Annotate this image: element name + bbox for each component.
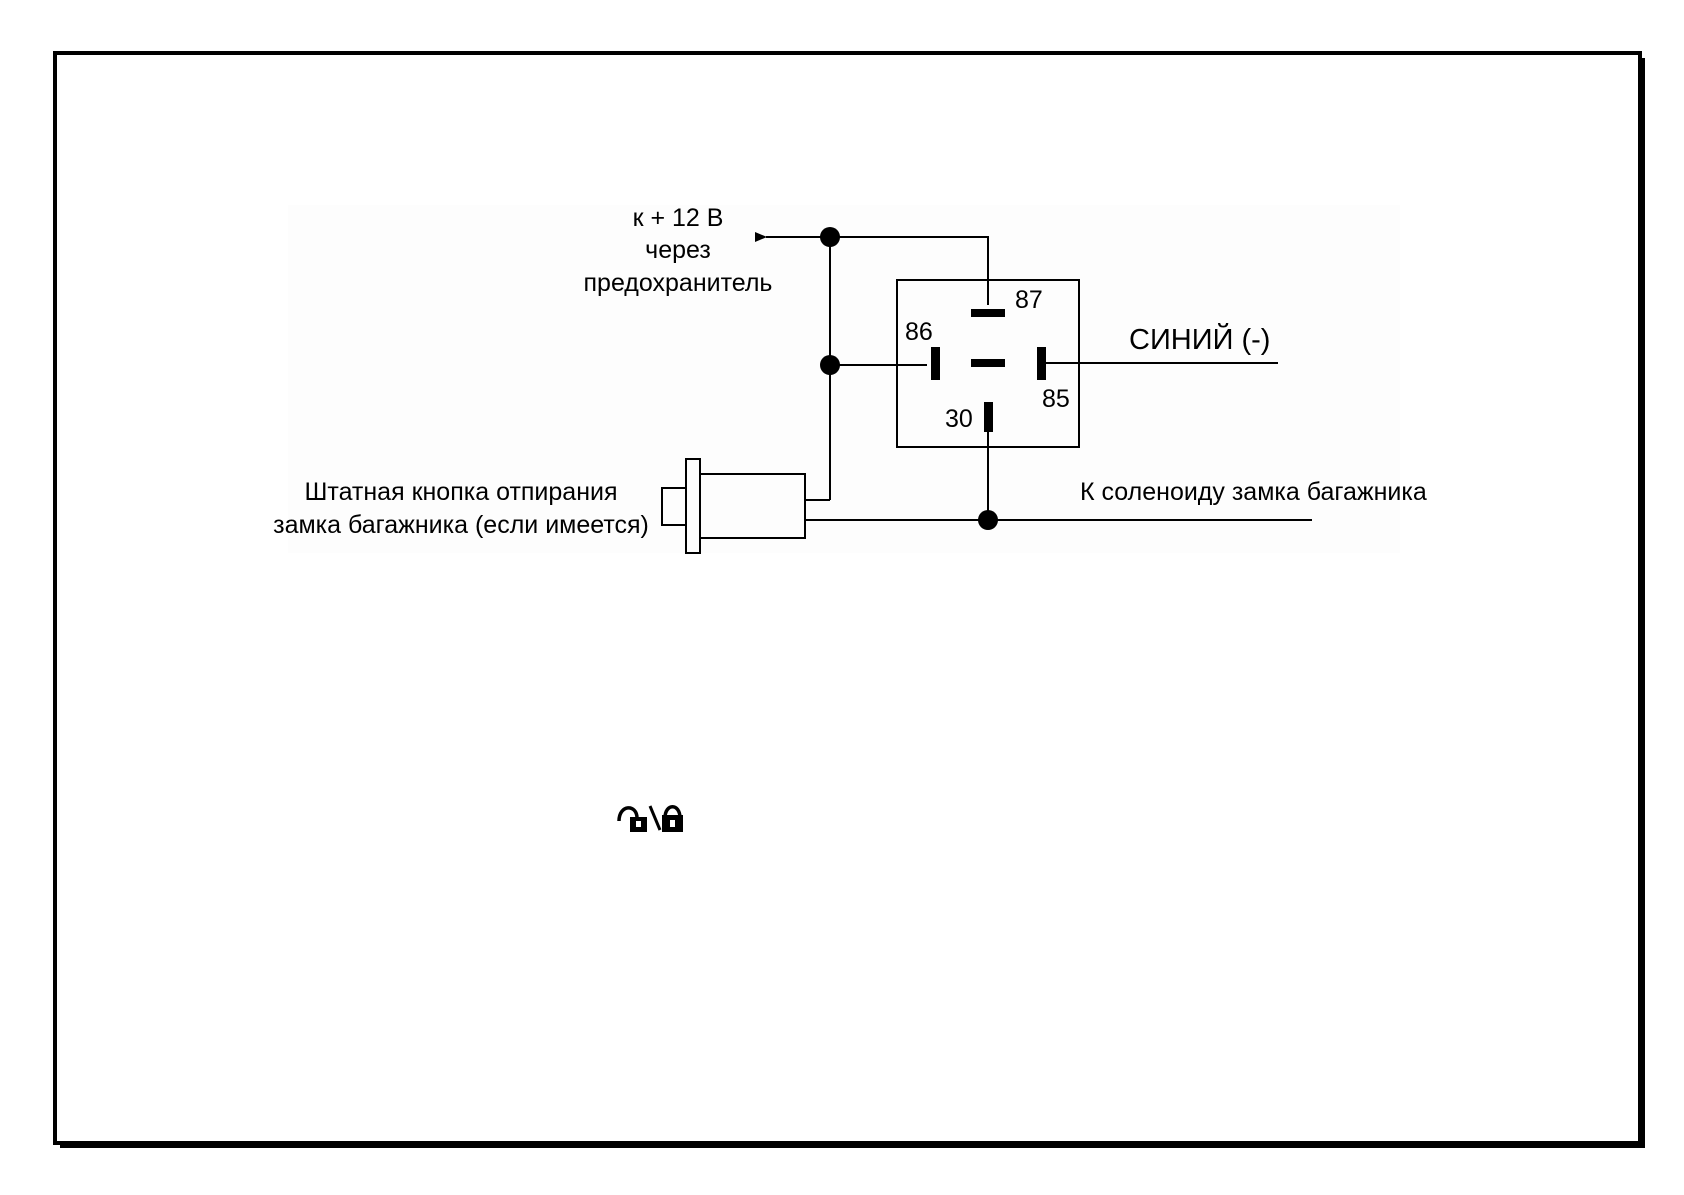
relay-contact-87 <box>971 309 1005 317</box>
button-label-line-1: Штатная кнопка отпирания <box>304 478 617 506</box>
relay <box>896 279 1080 448</box>
pin-label-86: 86 <box>905 318 933 346</box>
pin-label-87: 87 <box>1015 286 1043 314</box>
lock-icon <box>662 805 683 832</box>
supply-label-line-3: предохранитель <box>584 269 773 297</box>
relay-contact-center <box>971 359 1005 367</box>
wire-to-pin-87 <box>830 236 989 305</box>
diagram-background <box>288 205 1400 553</box>
junction-dot <box>820 227 840 247</box>
trunk-release-button <box>661 458 806 554</box>
pin-label-85: 85 <box>1042 385 1070 413</box>
unlock-lock-icon <box>617 805 683 832</box>
button-label-line-2: замка багажника (если имеется) <box>273 511 649 539</box>
relay-contact-30 <box>984 402 993 432</box>
junction-dot <box>978 510 998 530</box>
solenoid-label: К соленоиду замка багажника <box>1080 478 1427 506</box>
relay-contact-86 <box>931 347 940 380</box>
junctions <box>820 227 998 530</box>
supply-label-line-1: к + 12 В <box>633 204 724 232</box>
supply-label-line-2: через <box>645 236 711 264</box>
unlock-icon <box>617 806 647 832</box>
junction-dot <box>820 355 840 375</box>
button-plunger <box>661 487 687 526</box>
relay-body <box>896 279 1080 448</box>
relay-contact-85 <box>1037 347 1046 380</box>
blue-wire-label: СИНИЙ (-) <box>1129 322 1270 356</box>
pin-label-30: 30 <box>945 405 973 433</box>
